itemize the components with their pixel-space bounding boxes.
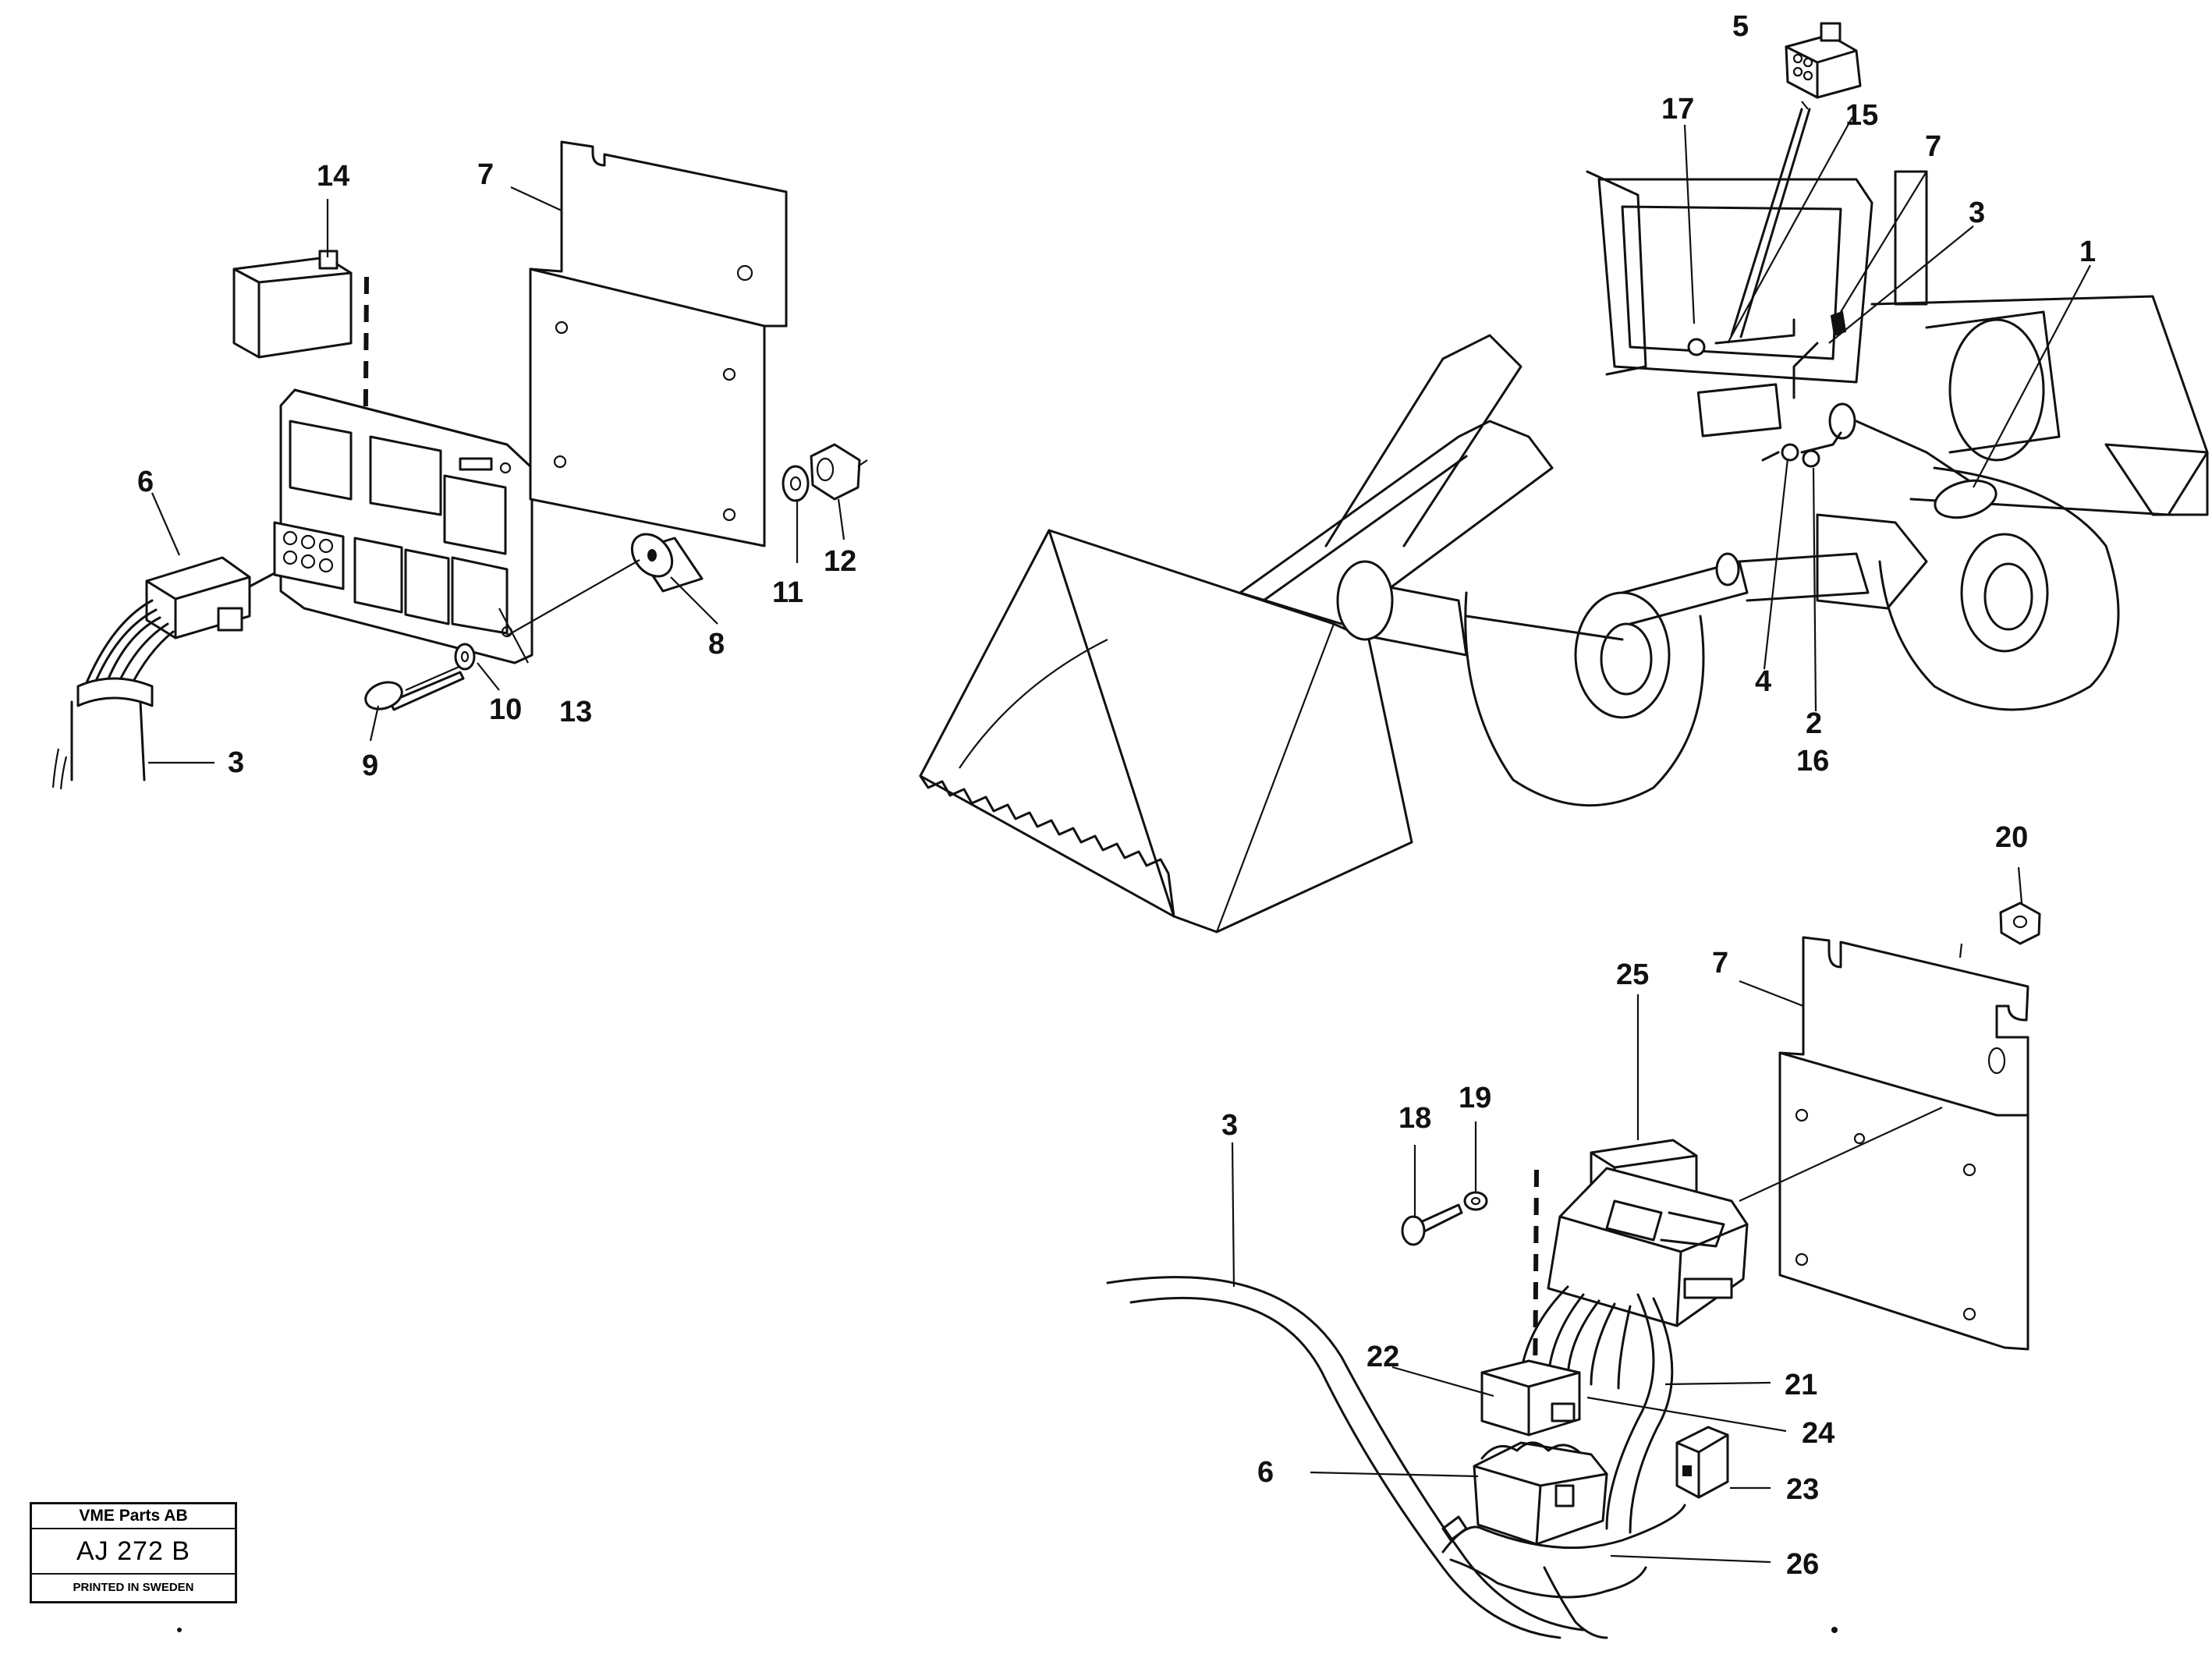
leaders-top-right (1683, 116, 2091, 712)
callout-4: 4 (1755, 665, 1771, 698)
callout-7c: 7 (1712, 947, 1728, 980)
screw-9 (364, 661, 469, 711)
callout-5: 5 (1732, 10, 1749, 43)
washer-19 (1463, 1191, 1488, 1211)
callout-15: 15 (1845, 99, 1878, 132)
connector-23 (1675, 1426, 1729, 1499)
spacer-8 (630, 533, 704, 593)
bracket-7-top (529, 140, 788, 547)
nut-12 (810, 443, 868, 501)
screw-18 (1401, 1203, 1463, 1246)
callout-24: 24 (1802, 1417, 1834, 1450)
rear-wheel (1878, 466, 2120, 711)
wheel-loader (919, 170, 2209, 934)
callout-16: 16 (1796, 745, 1829, 778)
leaders-top-left (148, 186, 845, 764)
callout-10: 10 (489, 693, 522, 726)
callout-labels: 14 7 6 3 9 10 13 8 11 12 5 17 15 7 3 1 4… (137, 10, 2096, 1581)
callout-25: 25 (1616, 958, 1649, 991)
control-box (1696, 383, 1782, 438)
callout-21: 21 (1785, 1369, 1817, 1401)
alignment-dash (363, 276, 369, 504)
callout-6: 6 (137, 466, 154, 498)
callout-12: 12 (824, 545, 856, 578)
callout-17: 17 (1661, 93, 1694, 126)
callout-13: 13 (559, 696, 592, 728)
callout-14: 14 (317, 160, 349, 193)
bottom-assembly (1106, 902, 2041, 1639)
relay-14 (232, 250, 353, 359)
callout-23: 23 (1786, 1473, 1819, 1506)
connector-22 (1480, 1359, 1581, 1437)
callout-26: 26 (1786, 1548, 1819, 1581)
callout-6b: 6 (1257, 1456, 1274, 1489)
callout-9: 9 (362, 749, 378, 782)
plug-6-top (145, 556, 276, 639)
callout-18: 18 (1398, 1102, 1431, 1135)
washer-11 (782, 465, 810, 502)
callout-11: 11 (772, 576, 803, 609)
leaders-bottom-right (1231, 866, 2023, 1564)
plug-6-bottom (1473, 1441, 1608, 1546)
callout-1: 1 (2079, 236, 2096, 268)
relay-board-13 (273, 388, 534, 664)
washer-10 (454, 643, 476, 671)
connector-5 (1785, 22, 1862, 99)
harness-3-top (51, 599, 175, 790)
stamp-printed: PRINTED IN SWEDEN (73, 1581, 194, 1594)
bucket (919, 529, 1413, 934)
callout-3: 3 (228, 746, 244, 779)
stamp-code: AJ 272 B (32, 1529, 235, 1575)
callout-7b: 7 (1925, 130, 1941, 163)
bracket-7-bottom (1778, 936, 2029, 1351)
stamp-company: VME Parts AB (32, 1504, 235, 1529)
relay-socket (1547, 1167, 1749, 1327)
callout-2: 2 (1806, 707, 1822, 740)
callout-3c: 3 (1221, 1109, 1238, 1142)
alignment-dash-bottom (1533, 1169, 1539, 1397)
callout-22: 22 (1367, 1341, 1399, 1373)
callout-3b: 3 (1969, 197, 1985, 229)
title-stamp: VME Parts AB AJ 272 B PRINTED IN SWEDEN (30, 1502, 237, 1603)
front-wheel (1464, 591, 1705, 807)
relay-board-assembly (51, 140, 868, 790)
callout-8: 8 (708, 628, 725, 661)
harness-3-bottom (1106, 1276, 1686, 1639)
callout-7: 7 (477, 158, 494, 191)
nut-20 (1999, 902, 2041, 945)
wire-5 (1730, 108, 1811, 338)
callout-20: 20 (1995, 821, 2028, 854)
callout-19: 19 (1459, 1082, 1491, 1114)
